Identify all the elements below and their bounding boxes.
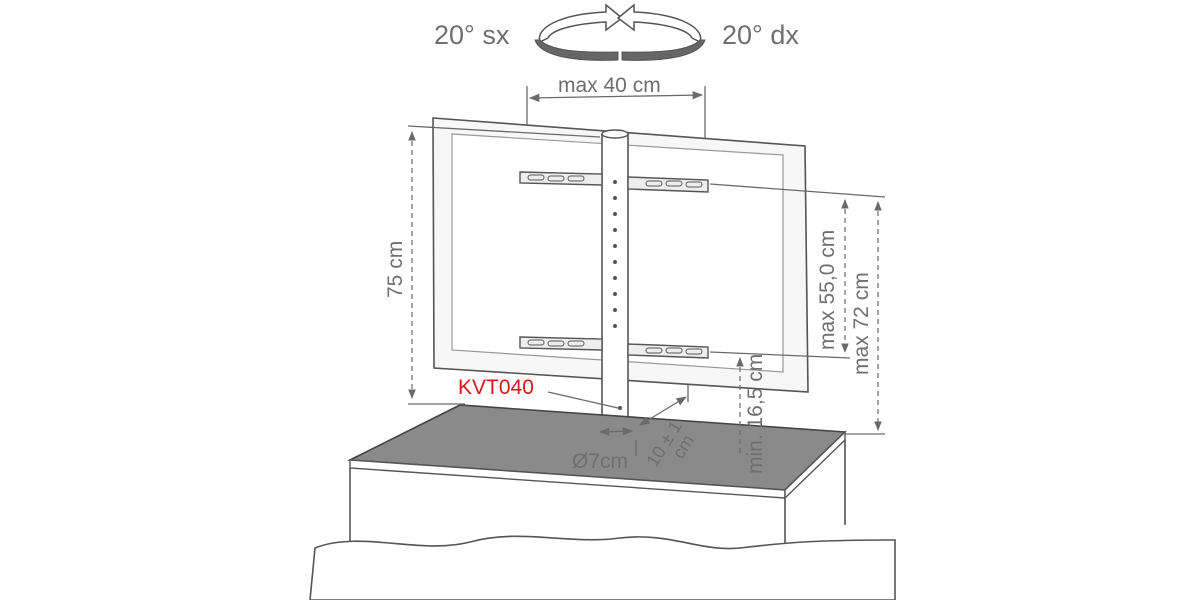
bottom-bracket <box>519 336 709 359</box>
bracket-width-label: max 40 cm <box>558 74 661 97</box>
max-top-height-label: max 72 cm <box>850 272 873 375</box>
top-bracket <box>519 171 709 193</box>
diameter-dimension <box>598 427 634 436</box>
min-bottom-height-label: min. 16,5 cm <box>744 354 767 474</box>
total-height-dimension <box>407 125 601 405</box>
total-height-label: 75 cm <box>384 241 407 298</box>
bracket-spacing-label: max 55,0 cm <box>816 230 839 350</box>
rotation-right-label: 20° dx <box>722 20 799 50</box>
column-diameter-label: Ø7cm <box>572 450 628 473</box>
model-leader-line <box>547 391 619 409</box>
wall-offset-dimension <box>635 385 689 456</box>
rotation-arrows-icon <box>534 3 706 61</box>
rotation-left-label: 20° sx <box>434 20 510 50</box>
right-height-dimensions <box>709 183 886 455</box>
cabinet <box>309 404 896 600</box>
model-code-label: KVT040 <box>458 376 534 399</box>
column-post <box>601 129 629 430</box>
